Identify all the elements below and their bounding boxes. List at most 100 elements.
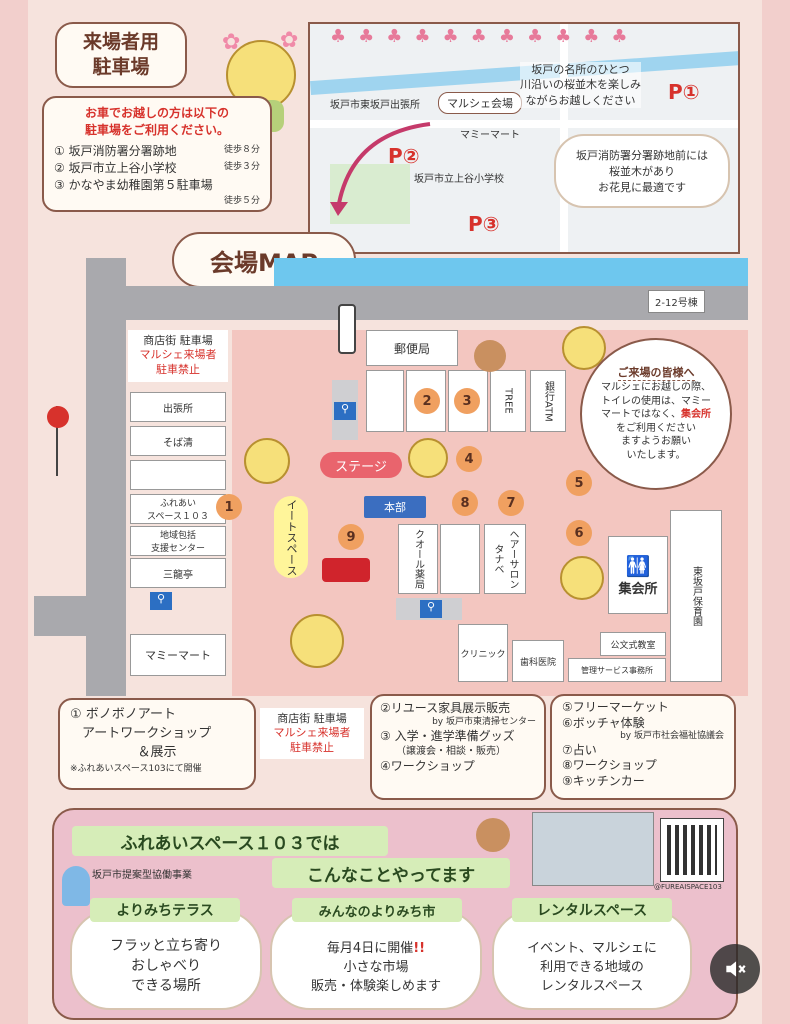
card-market-line1: 毎月4日に開催	[326, 940, 414, 956]
card-market-title: みんなのよりみち市	[292, 898, 462, 922]
legend-col2: 商店街 駐車場 マルシェ来場者 駐車禁止	[260, 708, 364, 759]
sakura-icon: ✿	[222, 30, 241, 55]
legend-9: ⑨キッチンカー	[562, 774, 645, 789]
legend-no-parking-1: マルシェ来場者	[273, 726, 351, 740]
welcome-line3: マートではなく、	[601, 409, 681, 421]
dental-clinic: 歯科医院	[512, 640, 564, 682]
card-market-line3: 販売・体験楽しめます	[310, 978, 441, 994]
dog-icon	[476, 818, 510, 852]
support-center: 地域包括 支援センター	[130, 526, 226, 556]
shop-d	[440, 524, 480, 594]
welcome-line2: トイレの使用は、マミー	[601, 395, 711, 407]
card-market-line2: 小さな市場	[343, 959, 409, 975]
legend-7: ⑦占い	[562, 742, 597, 757]
parking-intro-1: お車でお越しの方は以下の	[84, 106, 229, 120]
welcome-note: ご来場の皆様へ マルシェにお越しの際、 トイレの使用は、マミー マートではなく、…	[580, 338, 732, 490]
person-icon	[62, 866, 90, 906]
parking-lot-3: ③ かなやま幼稚園第５駐車場	[54, 178, 213, 192]
mami-mart: マミーマート	[130, 634, 226, 676]
route-arrow-icon	[330, 122, 431, 216]
dog-icon	[474, 340, 506, 372]
legend-6: ⑥ボッチャ体験	[562, 715, 645, 730]
mascot-bottom	[290, 614, 344, 668]
card-rental: イベント、マルシェに 利用できる地域の レンタルスペース	[492, 910, 692, 1010]
card-terrace-line2: おしゃべり	[131, 958, 201, 974]
meeting-hall: 🚻 集会所	[608, 536, 668, 614]
pin-6[interactable]: 6	[566, 520, 592, 546]
pharmacy: クオール薬局	[398, 524, 438, 594]
footer-subtitle: 坂戸市提案型協働事業	[92, 870, 192, 881]
fureai-space: ふれあい スペース１０３	[130, 494, 226, 524]
sakura-row: ♣♣♣♣♣♣♣♣♣♣♣	[330, 26, 640, 47]
parking-badge-line1: 来場者用	[82, 31, 159, 54]
card-rental-line3: レンタルスペース	[540, 978, 644, 994]
mute-button[interactable]	[710, 944, 760, 994]
label-office: 坂戸市東坂戸出張所	[330, 100, 420, 111]
venue-map: 2-12号棟 商店街 駐車場 マルシェ来場者 駐車禁止 出張所 そば清 ふれあい…	[34, 258, 748, 696]
parking-lot-3-walk: 徒歩５分	[223, 196, 260, 206]
footer-headline-2: こんなことやってます	[272, 858, 510, 888]
pin-1[interactable]: 1	[216, 494, 242, 520]
mitatsu: 三龍亭	[130, 558, 226, 588]
bottom-road	[34, 596, 126, 636]
tree-shop: TREE	[490, 370, 526, 432]
legend-1-line2: アートワークショップ	[82, 725, 212, 741]
legend-3-sub: （譲渡会・相談・販売）	[396, 745, 506, 757]
soba-shop: そば清	[130, 426, 226, 456]
pin-8[interactable]: 8	[452, 490, 478, 516]
welcome-highlight: 集会所	[681, 409, 711, 421]
meeting-hall-label: 集会所	[618, 581, 658, 597]
empty-shop	[130, 460, 226, 490]
canal	[274, 258, 748, 286]
river-note-3: ながらお越しください	[525, 93, 636, 107]
shop-parking-label: 商店街 駐車場	[143, 334, 213, 347]
legend-col4: ⑤フリーマーケット ⑥ボッチャ体験 by 坂戸市社会福祉協議会 ⑦占い ⑧ワーク…	[550, 694, 736, 800]
bicycle-icon: ⚲	[334, 402, 356, 420]
welcome-line6: いたします。	[626, 449, 686, 461]
qr-caption: @FUREAISPACE103	[654, 883, 722, 891]
mascot-stage	[408, 438, 448, 478]
pin-5[interactable]: 5	[566, 470, 592, 496]
toilet-icon: 🚻	[625, 553, 651, 578]
parking-lot-2: ② 坂戸市立上谷小学校徒歩３分	[54, 161, 260, 175]
legend-3: ③ 入学・進学準備グッズ	[380, 729, 515, 744]
label-mart: マミーマート	[460, 130, 520, 141]
pin-7[interactable]: 7	[498, 490, 524, 516]
pin-2[interactable]: 2	[414, 388, 440, 414]
legend-8: ⑧ワークショップ	[562, 758, 657, 773]
mascot-right	[560, 556, 604, 600]
welcome-title: ご来場の皆様へ	[617, 366, 695, 382]
legend-1-line3: ＆展示	[137, 744, 177, 760]
fire-note-2: 桜並木があり	[609, 165, 675, 178]
area-map: ♣♣♣♣♣♣♣♣♣♣♣ 坂戸市東坂戸出張所 マルシェ会場 マミーマート 坂戸市立…	[308, 22, 740, 254]
bus-stop-icon	[338, 304, 356, 354]
label-venue: マルシェ会場	[438, 92, 522, 114]
main-road	[124, 286, 748, 320]
parking-info: お車でお越しの方は以下の 駐車場をご利用ください。 ① 坂戸消防署分署跡地徒歩８…	[42, 96, 272, 212]
label-school: 坂戸市立上谷小学校	[414, 174, 504, 185]
legend-parking: 商店街 駐車場	[277, 712, 347, 725]
hair-salon: ヘアーサロンタナベ	[484, 524, 526, 594]
bicycle-icon: ⚲	[150, 592, 172, 610]
pin-3[interactable]: 3	[454, 388, 480, 414]
road-v	[560, 24, 568, 252]
river-note: 坂戸の名所のひとつ 川沿いの桜並木を楽しみ ながらお越しください	[520, 62, 641, 109]
pin-4[interactable]: 4	[456, 446, 482, 472]
legend-2: ②リユース家具展示販売	[380, 701, 511, 715]
legend-6-by: by 坂戸市社会福祉協議会	[620, 731, 724, 742]
mascot-top-right	[562, 326, 606, 370]
p3-marker: P③	[468, 212, 500, 236]
speaker-muted-icon	[726, 961, 746, 977]
card-terrace-line3: できる場所	[131, 978, 201, 994]
p2-marker: P②	[388, 144, 420, 168]
pin-9[interactable]: 9	[338, 524, 364, 550]
qr-code[interactable]	[660, 818, 724, 882]
bicycle-icon: ⚲	[420, 600, 442, 618]
building-no: 2-12号棟	[648, 290, 705, 313]
card-terrace-title: よりみちテラス	[90, 898, 240, 922]
stage: ステージ	[320, 452, 402, 478]
management-office: 管理サービス事務所	[568, 658, 666, 682]
center-line2: 支援センター	[150, 544, 205, 554]
kitchen-car-icon	[322, 558, 370, 582]
card-market: 毎月4日に開催!! 小さな市場 販売・体験楽しめます	[270, 910, 482, 1010]
